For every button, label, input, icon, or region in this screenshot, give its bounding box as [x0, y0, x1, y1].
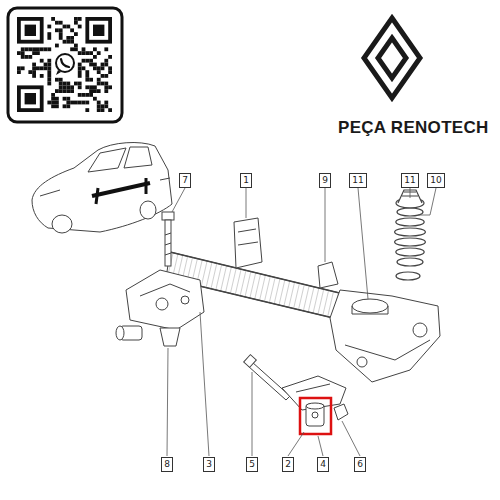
qr-code	[17, 17, 112, 112]
silentbloc	[306, 403, 324, 426]
brand-name: PEÇA RENOTECH	[338, 118, 489, 138]
callout-box: 7	[179, 173, 191, 188]
coil-spring	[395, 190, 426, 280]
whatsapp-icon	[53, 51, 77, 75]
callout-box: 11	[349, 173, 367, 188]
trailing-arm	[330, 290, 440, 382]
callout-number: 1	[243, 176, 249, 185]
callout-number: 2	[285, 460, 291, 469]
highlight-frame	[300, 398, 331, 434]
qr-frame	[8, 8, 122, 122]
bolt	[162, 212, 174, 266]
callout-box: 3	[203, 457, 215, 472]
bushing	[116, 326, 180, 346]
bolt	[244, 355, 290, 400]
bracket	[282, 376, 346, 410]
callout-number: 11	[404, 176, 415, 185]
leader-line	[167, 188, 436, 456]
callout-number: 9	[322, 176, 328, 185]
callout-number: 5	[249, 460, 255, 469]
callout-box: 10	[427, 173, 445, 188]
callout-number: 7	[182, 176, 188, 185]
left-mount	[126, 270, 204, 330]
callout-number: 10	[430, 176, 441, 185]
callout-box: 1	[240, 173, 252, 188]
callout-box: 11	[401, 173, 419, 188]
callout-box: 5	[246, 457, 258, 472]
callout-number: 8	[164, 460, 170, 469]
callout-number: 6	[357, 460, 363, 469]
nut	[334, 404, 348, 420]
car-sketch	[32, 143, 172, 233]
callout-number: 3	[206, 460, 212, 469]
renault-logo	[364, 18, 420, 98]
callout-number: 4	[320, 460, 326, 469]
callout-box: 4	[317, 457, 329, 472]
callout-box: 9	[319, 173, 331, 188]
callout-number: 11	[352, 176, 363, 185]
beam-bracket	[234, 218, 262, 268]
bump-stop	[318, 262, 338, 288]
callout-box: 2	[282, 457, 294, 472]
callout-box: 6	[354, 457, 366, 472]
callout-box: 8	[161, 457, 173, 472]
